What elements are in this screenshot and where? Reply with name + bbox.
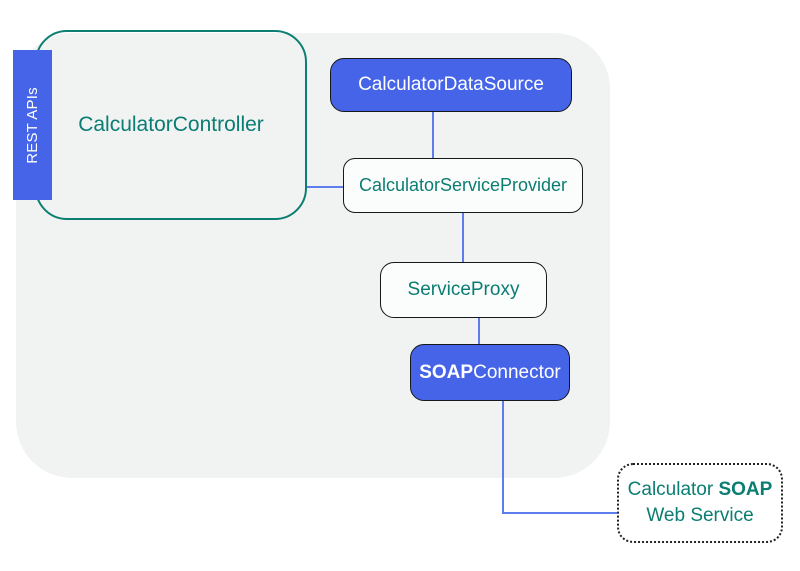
node-calculator-service-provider: CalculatorServiceProvider (343, 158, 583, 213)
node-calculator-soap-web-service: Calculator SOAP Web Service (617, 463, 783, 543)
calculator-data-source-label: CalculatorDataSource (358, 74, 544, 95)
node-soap-connector: SOAPConnector (410, 344, 570, 401)
edge-soap-connector-to-web-service-vertical (502, 401, 504, 514)
rest-apis-badge: REST APIs (13, 50, 52, 200)
edge-soap-connector-to-web-service-horizontal (502, 512, 617, 514)
calculator-service-provider-label: CalculatorServiceProvider (358, 175, 568, 195)
node-service-proxy: ServiceProxy (380, 262, 547, 318)
service-proxy-label: ServiceProxy (407, 279, 520, 300)
node-calculator-data-source: CalculatorDataSource (330, 58, 572, 112)
rest-apis-label: REST APIs (24, 86, 41, 164)
edge-service-proxy-to-soap-connector (478, 318, 480, 345)
edge-service-provider-to-service-proxy (462, 213, 464, 262)
edge-controller-to-service-provider (305, 186, 343, 188)
node-calculator-controller: CalculatorController (35, 30, 307, 220)
soap-connector-label: SOAPConnector (419, 361, 561, 383)
calculator-soap-web-service-label: Calculator SOAP Web Service (627, 479, 773, 526)
edge-data-source-to-service-provider (432, 112, 434, 160)
calculator-controller-label: CalculatorController (78, 113, 264, 136)
